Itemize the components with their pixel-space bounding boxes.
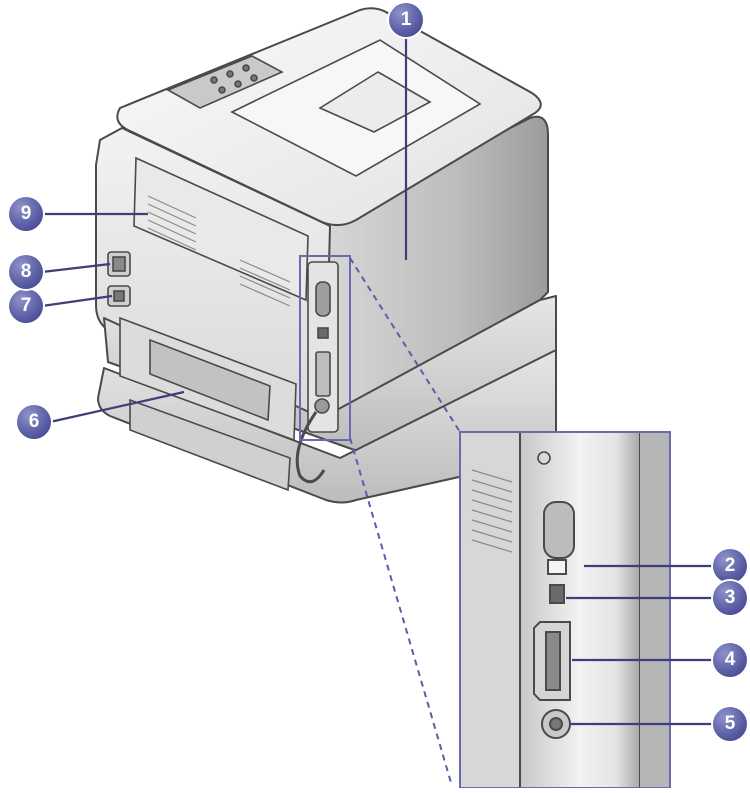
leader-lines: [41, 36, 716, 726]
control-panel: [166, 55, 284, 109]
power-switch: [107, 251, 131, 277]
cable: [295, 411, 326, 484]
inset-highlight: [299, 255, 351, 441]
callout-9: 9: [9, 197, 43, 231]
callout-6: 6: [17, 405, 51, 439]
callout-4: 4: [713, 643, 747, 677]
usb-port: [549, 584, 565, 604]
callout-5: 5: [713, 707, 747, 741]
callout-7: 7: [9, 289, 43, 323]
interface-panel: [307, 261, 339, 433]
callout-2: 2: [713, 549, 747, 583]
callout-1: 1: [389, 3, 423, 37]
callout-3: 3: [713, 581, 747, 615]
callout-8: 8: [9, 255, 43, 289]
power-receptacle: [107, 285, 131, 307]
zoom-inset: [459, 431, 671, 789]
output-tray: [230, 39, 482, 177]
zoom-projection: [349, 257, 461, 787]
duplex-unit: [119, 316, 297, 492]
network-port: [547, 559, 567, 575]
rear-cover: [133, 156, 309, 307]
network-port-cover: [543, 501, 575, 559]
